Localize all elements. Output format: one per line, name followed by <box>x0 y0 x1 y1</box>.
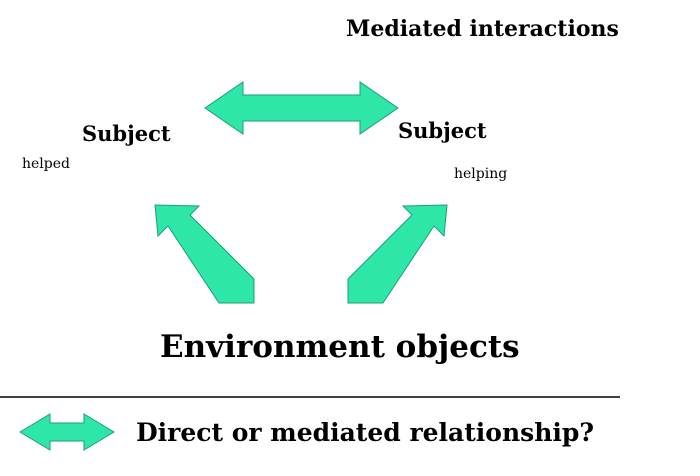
subject-left-subscript: helped <box>22 156 70 172</box>
subject-right-subscript: helping <box>454 166 508 182</box>
arrow-subject-to-subject <box>204 81 399 135</box>
environment-objects-label: Environment objects <box>160 329 520 365</box>
legend-label: Direct or mediated relationship? <box>136 418 594 447</box>
arrow-subject-helped-to-environment <box>154 204 255 304</box>
arrow-subject-helping-to-environment <box>347 204 448 304</box>
subject-left-label: Subject <box>82 121 171 146</box>
legend-arrow-icon <box>19 413 115 451</box>
diagram-title: Mediated interactions <box>346 16 619 42</box>
subject-right-label: Subject <box>398 118 487 143</box>
